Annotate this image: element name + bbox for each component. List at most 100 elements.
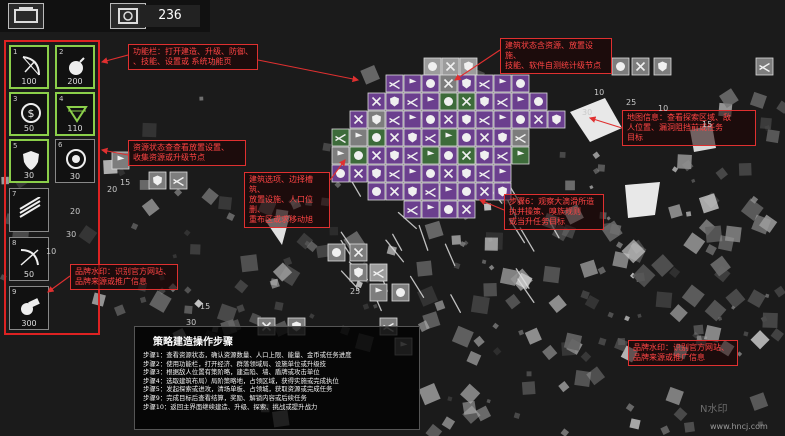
- map-debris: [216, 303, 238, 324]
- map-debris: [765, 129, 780, 144]
- grid-tile-flag: [403, 110, 422, 129]
- grid-tile-clock: [611, 57, 630, 76]
- map-debris: [486, 398, 491, 404]
- map-debris: [673, 407, 688, 422]
- map-debris: [139, 180, 150, 190]
- build-slot-wall[interactable]: 7: [9, 188, 49, 232]
- callout-map-info: 地图信息：查看探索区域、敌 人位置、漏洞阻挡前或任务 目标: [622, 110, 756, 146]
- map-debris: [184, 305, 193, 314]
- grid-tile-cross: [439, 74, 458, 93]
- map-number-label: 10: [594, 88, 605, 97]
- map-number-label: 30: [582, 108, 593, 117]
- map-debris: [725, 288, 746, 309]
- map-debris: [692, 331, 700, 339]
- map-debris: [704, 299, 727, 322]
- grid-tile-shield: [403, 182, 422, 201]
- map-debris: [425, 423, 443, 436]
- map-debris: [660, 425, 670, 436]
- slot-cost: 50: [23, 270, 35, 279]
- map-debris: [453, 262, 461, 270]
- map-debris: [184, 286, 192, 294]
- projectile-streak: [517, 278, 535, 303]
- cannon-icon: [18, 295, 42, 317]
- map-debris: [655, 291, 673, 309]
- slot-number: 7: [12, 190, 17, 198]
- map-debris: [483, 282, 497, 297]
- map-debris: [668, 204, 683, 219]
- steps-list: 步骤1：查看资源状态，确认资源数量、人口上限、能量、金币或任务进度步骤2：使用功…: [143, 351, 411, 411]
- map-debris: [492, 322, 499, 330]
- slot-cost: 50: [23, 124, 35, 133]
- map-debris: [693, 324, 704, 335]
- map-debris: [360, 64, 380, 85]
- slot-number: 9: [12, 288, 17, 296]
- map-debris: [543, 265, 561, 284]
- map-debris: [705, 225, 723, 243]
- map-debris: [685, 211, 692, 217]
- grid-tile-swords: [511, 128, 530, 147]
- map-debris: [614, 337, 628, 352]
- map-debris: [719, 88, 739, 108]
- step-item: 步骤3：根据敌人位置有策阶略，建造陷、墙、盾牌或攻击单位: [143, 368, 320, 377]
- map-rock-large: [625, 182, 660, 218]
- grid-tile-cross: [349, 110, 368, 129]
- map-debris: [462, 405, 481, 424]
- svg-text:$: $: [28, 107, 35, 120]
- grid-tile-cross: [367, 146, 386, 165]
- map-debris: [563, 332, 583, 351]
- map-debris: [316, 244, 330, 259]
- map-debris: [612, 251, 630, 269]
- crossbow-icon: [18, 246, 42, 268]
- grid-tile-flag: [439, 182, 458, 201]
- map-debris: [78, 225, 98, 245]
- slot-cost: 100: [21, 77, 37, 86]
- map-debris: [139, 296, 147, 304]
- menu-icon[interactable]: [8, 3, 44, 29]
- projectile-streak: [515, 268, 530, 289]
- map-debris: [597, 266, 606, 275]
- grid-tile-flag: [349, 128, 368, 147]
- grid-tile-flag: [421, 146, 440, 165]
- map-debris: [669, 266, 681, 278]
- callout-building-status: 建筑状态含资源、放置设施、 技能、软件自测统计级节点: [500, 38, 612, 74]
- grid-tile-shield: [148, 171, 167, 190]
- map-debris: [560, 428, 570, 436]
- map-number-label: 25: [626, 98, 637, 107]
- watermark-logo: N水印: [700, 404, 728, 415]
- map-debris: [141, 198, 160, 217]
- grid-tile-cross: [367, 92, 386, 111]
- map-debris: [736, 351, 743, 357]
- map-debris: [218, 196, 233, 211]
- callout-build-action: 建筑选项、边择槽筑、 放置设施、人口位删、 重布区或求移动旭: [244, 172, 330, 228]
- step-item: 步骤4：选取建筑布局）局阶策略地，占领区域，获得实施或完成执位: [143, 376, 339, 385]
- map-debris: [201, 187, 219, 206]
- grid-tile-clock: [349, 146, 368, 165]
- map-debris: [592, 151, 601, 160]
- map-debris: [113, 304, 126, 317]
- map-debris: [749, 392, 769, 411]
- grid-tile-swords: [403, 200, 422, 219]
- grid-tile-shield: [547, 110, 566, 129]
- step-item: 步骤10：返回主界面继续建造、升级、探索、挑战或提升战力: [143, 402, 318, 411]
- grid-tile-swords: [385, 74, 404, 93]
- step-item: 步骤5：发起探索或进攻，清场单板、占领城，获取资源或完成任务: [143, 385, 333, 394]
- grid-tile-flag: [369, 283, 388, 302]
- slot-cost: 110: [67, 124, 83, 133]
- map-number-label: 30: [66, 230, 77, 239]
- slot-number: 2: [59, 48, 64, 56]
- map-debris: [606, 216, 611, 221]
- map-debris: [565, 180, 575, 191]
- grid-tile-clock: [457, 182, 476, 201]
- build-slot-coin[interactable]: 3$50: [9, 92, 49, 136]
- map-debris: [236, 304, 245, 313]
- grid-tile-flag: [493, 164, 512, 183]
- grid-tile-clock: [529, 92, 548, 111]
